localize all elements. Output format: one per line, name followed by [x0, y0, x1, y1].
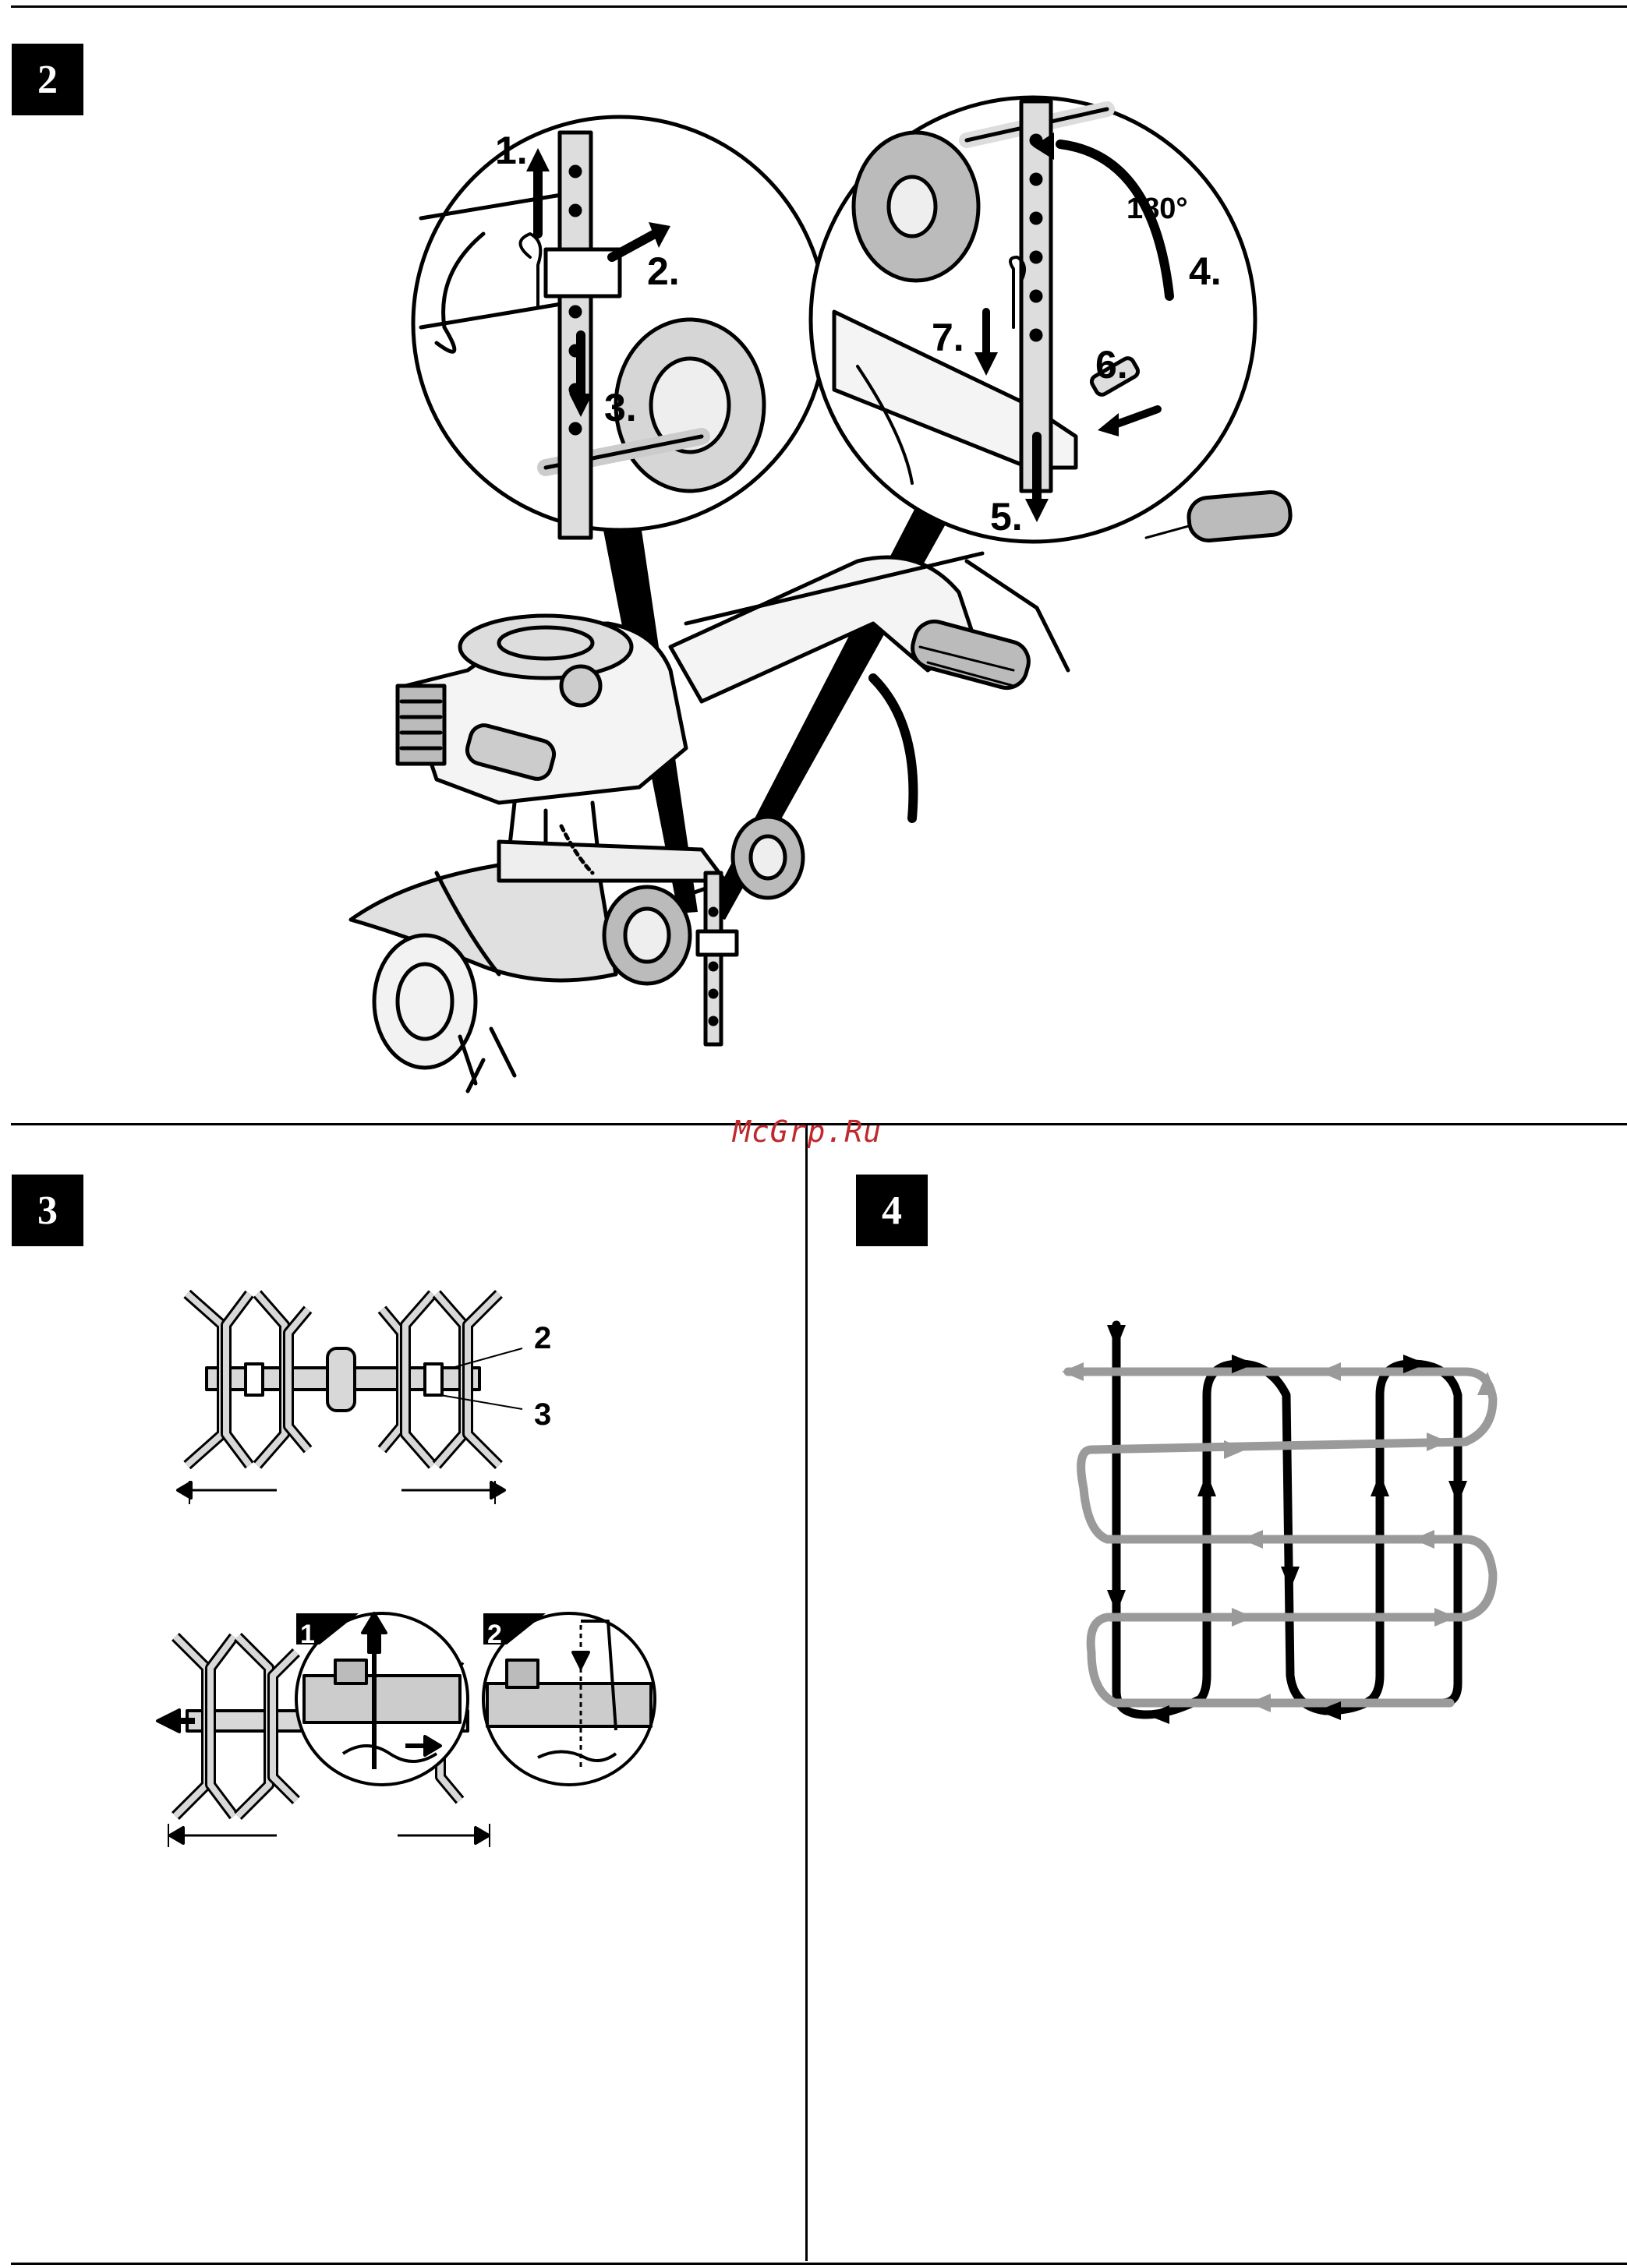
vertical-pass-path	[1116, 1325, 1458, 1715]
